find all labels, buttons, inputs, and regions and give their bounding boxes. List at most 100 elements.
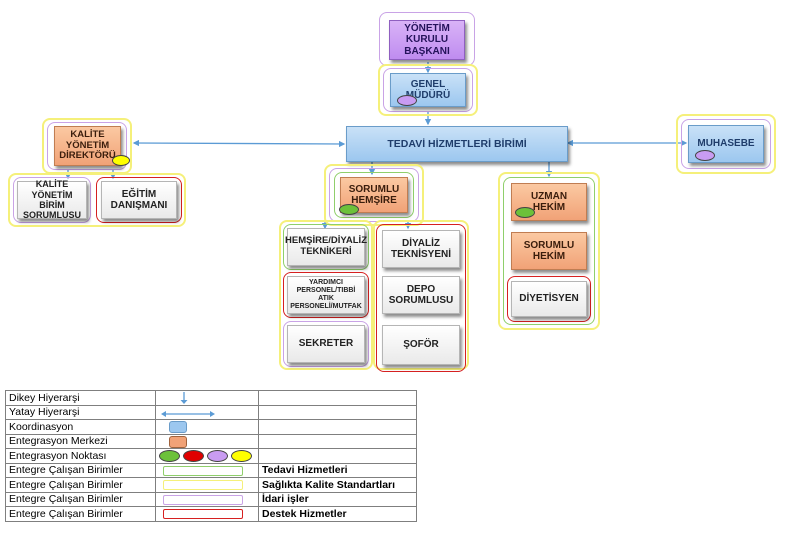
integration-point-purple [397,95,417,106]
frame-dialysis-nurse-green [283,224,369,270]
frame-quality-director-purple [47,122,127,170]
legend-row: Entegrasyon Noktası [5,448,417,464]
legend-label: Entegrasyon Merkezi [5,433,156,449]
yellow-outline-swatch [163,480,243,490]
frame-accounting-yellow [676,114,776,174]
legend-symbol [155,419,259,435]
training-consultant-label: EĞİTİM DANIŞMANI [110,188,168,212]
board-chair-box: YÖNETİM KURULU BAŞKANI [389,20,465,60]
frame-secretary-purple [283,321,369,367]
legend-label: Dikey Hiyerarşi [5,390,156,406]
legend-symbol [155,404,259,420]
legend-label: Entegre Çalışan Birimler [5,491,156,507]
legend-meaning: Sağlıkta Kalite Standartları [258,477,417,493]
legend-row: Entegrasyon Merkezi [5,433,417,449]
legend-row: Entegre Çalışan Birimler Sağlıkta Kalite… [5,477,417,493]
head-nurse-label: SORUMLU HEMŞİRE [348,183,400,207]
quality-director-box: KALİTE YÖNETİM DİREKTÖRÜ [54,126,121,166]
legend-meaning: İdari işler [258,491,417,507]
integration-point-green [515,207,535,218]
red-oval-swatch [183,450,204,462]
driver-label: ŞOFÖR [403,339,439,351]
legend-symbol [155,390,259,406]
legend-label: Entegrasyon Noktası [5,448,156,464]
legend-symbol [155,462,259,478]
responsible-physician-box: SORUMLU HEKİM [511,232,587,270]
legend-row: Entegre Çalışan Birimler Destek Hizmetle… [5,506,417,522]
responsible-physician-label: SORUMLU HEKİM [523,239,575,263]
green-oval-swatch [159,450,180,462]
legend-meaning: Tedavi Hizmetleri [258,462,417,478]
frame-accounting-purple [681,119,771,169]
legend-label: Entegre Çalışan Birimler [5,477,156,493]
legend-meaning [258,390,417,406]
legend-symbol [155,506,259,522]
frame-physicians-yellow [498,172,600,330]
dialysis-nurse-box: HEMŞİRE/DİYALİZ TEKNİKERİ [285,228,367,266]
frame-head-nurse-purple [329,168,419,222]
frame-right-column-red [376,224,466,372]
specialist-label: UZMAN HEKİM [530,190,568,214]
support-staff-label: YARDIMCI PERSONEL/TIBBİ ATIK PERSONELİ/M… [290,278,362,311]
legend-symbol [155,433,259,449]
frame-physicians-green [503,177,595,325]
dietitian-box: DİYETİSYEN [511,281,587,317]
accounting-label: MUHASEBE [697,138,755,150]
treatment-unit-label: TEDAVİ HİZMETLERİ BİRİMİ [387,137,527,150]
frame-dietitian-red [507,276,591,322]
dialysis-technician-label: DİYALİZ TEKNİSYENİ [390,237,451,261]
training-consultant-box: EĞİTİM DANIŞMANI [101,181,177,219]
legend-meaning [258,433,417,449]
legend-row: Dikey Hiyerarşi [5,390,417,406]
legend-table: Dikey Hiyerarşi Yatay Hiyerarşi Koordina… [5,390,417,522]
purple-outline-swatch [163,494,243,505]
dialysis-technician-box: DİYALİZ TEKNİSYENİ [382,230,460,268]
integration-point-yellow [112,155,130,166]
board-chair-label: YÖNETİM KURULU BAŞKANI [404,22,450,57]
legend-row: Koordinasyon [5,419,417,435]
frame-general-manager-purple [383,68,473,112]
frame-quality-children-yellow [8,173,186,227]
depot-officer-box: DEPO SORUMLUSU [382,276,460,314]
general-manager-label: GENEL MÜDÜRÜ [405,78,451,102]
integration-point-purple [695,150,715,161]
legend-row: Entegre Çalışan Birimler İdari işler [5,491,417,507]
legend-symbol [155,491,259,507]
yellow-oval-swatch [231,450,252,462]
legend-symbol [155,477,259,493]
driver-box: ŞOFÖR [382,325,460,365]
red-outline-swatch [163,509,243,519]
legend-meaning: Destek Hizmetler [258,506,417,522]
depot-officer-label: DEPO SORUMLUSU [388,283,454,307]
secretary-box: SEKRETER [287,325,365,363]
legend-label: Koordinasyon [5,419,156,435]
vertical-arrow-icon [180,392,188,404]
legend-meaning [258,448,417,464]
support-staff-box: YARDIMCI PERSONEL/TIBBİ ATIK PERSONELİ/M… [287,276,365,314]
frame-support-staff-red [283,272,369,318]
secretary-label: SEKRETER [298,338,354,350]
legend-meaning [258,404,417,420]
legend-meaning [258,419,417,435]
integration-point-green [339,204,359,215]
quality-unit-officer-box: KALİTE YÖNETİM BİRİM SORUMLUSU [17,179,87,221]
green-outline-swatch [163,465,243,476]
frame-head-nurse-green [334,172,414,218]
horizontal-arrow-icon [161,410,215,417]
frame-quality-unit-purple [13,177,91,223]
purple-oval-swatch [207,450,228,462]
legend-row: Entegre Çalışan Birimler Tedavi Hizmetle… [5,462,417,478]
frame-left-column-yellow [279,220,373,370]
legend-label: Entegre Çalışan Birimler [5,506,156,522]
dialysis-nurse-label: HEMŞİRE/DİYALİZ TEKNİKERİ [285,235,367,257]
quality-director-label: KALİTE YÖNETİM DİREKTÖRÜ [59,128,116,162]
legend-label: Entegre Çalışan Birimler [5,462,156,478]
dietitian-label: DİYETİSYEN [519,293,579,305]
frame-training-red [96,177,182,223]
legend-row: Yatay Hiyerarşi [5,404,417,420]
frame-right-column-yellow [373,220,469,370]
quality-unit-officer-label: KALİTE YÖNETİM BİRİM SORUMLUSU [23,179,81,221]
legend-label: Yatay Hiyerarşi [5,404,156,420]
integration-center-swatch [169,435,187,448]
arrow-quality-to-treatment [132,139,346,148]
